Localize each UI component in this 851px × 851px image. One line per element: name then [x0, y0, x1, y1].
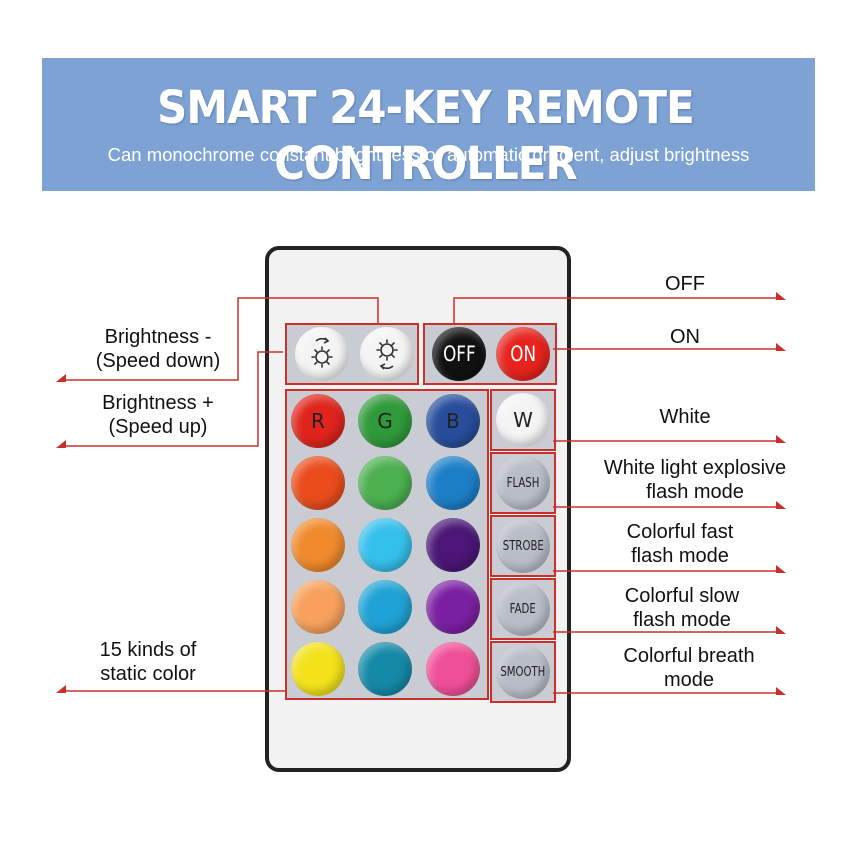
callout-fade: Colorful slow flash mode — [580, 584, 784, 632]
callout-line: White — [659, 406, 711, 428]
callout-on: ON — [580, 325, 790, 349]
strobe-key-label: STROBE — [502, 538, 544, 554]
callout-line: ON — [670, 326, 700, 348]
callout-line: Colorful slow — [624, 585, 740, 607]
smooth-button[interactable]: SMOOTH — [496, 645, 550, 699]
arrowhead — [56, 440, 66, 448]
color-button[interactable] — [426, 642, 480, 696]
callout-off: OFF — [580, 272, 790, 296]
callout-line: flash mode — [631, 545, 729, 567]
color-button[interactable] — [358, 580, 412, 634]
callout-line: (Speed up) — [108, 416, 208, 438]
red-key-label: R — [311, 409, 325, 433]
callout-static-color: 15 kinds of static color — [62, 638, 234, 686]
green-key-label: G — [377, 409, 393, 433]
color-button[interactable] — [291, 642, 345, 696]
callout-brightness-up: Brightness + (Speed up) — [70, 391, 246, 439]
callout-line: Colorful fast — [626, 521, 734, 543]
callout-line: (Speed down) — [95, 350, 221, 372]
arrowhead — [776, 435, 786, 443]
color-button[interactable] — [291, 518, 345, 572]
white-key-label: W — [513, 408, 533, 432]
off-button[interactable]: OFF — [432, 327, 486, 381]
title-banner — [42, 58, 815, 191]
callout-line: static color — [100, 663, 196, 685]
smooth-key-label: SMOOTH — [500, 664, 546, 680]
color-button[interactable] — [358, 518, 412, 572]
brightness-down-button[interactable] — [295, 327, 349, 381]
callout-brightness-down: Brightness - (Speed down) — [70, 325, 246, 373]
callout-line: flash mode — [633, 609, 731, 631]
color-button[interactable] — [291, 456, 345, 510]
sun-arrow-icon — [376, 339, 398, 370]
color-button[interactable] — [426, 580, 480, 634]
blue-color-button[interactable]: B — [426, 394, 480, 448]
leader-line-brightness-up — [66, 351, 283, 447]
callout-white: White — [580, 405, 790, 429]
white-button[interactable]: W — [496, 393, 550, 447]
on-button-label: ON — [510, 342, 536, 366]
callout-strobe: Colorful fast flash mode — [580, 520, 780, 568]
banner-title: SMART 24-KEY REMOTE CONTROLLER — [157, 81, 695, 190]
flash-button[interactable]: FLASH — [496, 456, 550, 510]
color-button[interactable] — [426, 456, 480, 510]
callout-line: OFF — [665, 273, 705, 295]
color-button[interactable] — [358, 456, 412, 510]
arrowhead — [776, 687, 786, 695]
brightness-up-button[interactable] — [360, 327, 414, 381]
arrowhead — [776, 343, 786, 351]
color-button[interactable] — [291, 580, 345, 634]
callout-line: 15 kinds of — [99, 639, 197, 661]
callout-line: Colorful breath — [623, 645, 755, 667]
arrowhead — [776, 626, 786, 634]
off-button-label: OFF — [442, 342, 476, 366]
fade-button[interactable]: FADE — [496, 582, 550, 636]
callout-line: Brightness - — [104, 326, 212, 348]
arrowhead — [776, 292, 786, 300]
remote-body: OFF ON R G B W FLASH STROBE FADE SMOOTH — [265, 246, 571, 772]
leader-line-off — [453, 297, 778, 323]
arrowhead — [776, 565, 786, 573]
callout-line: White light explosive — [603, 457, 787, 479]
callout-line: mode — [663, 669, 715, 691]
color-button[interactable] — [426, 518, 480, 572]
fade-key-label: FADE — [509, 601, 537, 617]
arrowhead — [56, 374, 66, 382]
leader-line-brightness-down — [66, 297, 379, 381]
arrowhead — [776, 501, 786, 509]
green-color-button[interactable]: G — [358, 394, 412, 448]
arrowhead — [56, 685, 66, 693]
callout-line: Brightness + — [102, 392, 214, 414]
callout-flash: White light explosive flash mode — [582, 456, 808, 504]
sun-arrow-icon — [311, 337, 333, 368]
strobe-button[interactable]: STROBE — [496, 519, 550, 573]
red-color-button[interactable]: R — [291, 394, 345, 448]
on-button[interactable]: ON — [496, 327, 550, 381]
banner-subtitle: Can monochrome constant brightness or au… — [107, 144, 750, 165]
blue-key-label: B — [446, 409, 460, 433]
callout-smooth: Colorful breath mode — [580, 644, 798, 692]
flash-key-label: FLASH — [506, 475, 540, 491]
color-button[interactable] — [358, 642, 412, 696]
callout-line: flash mode — [646, 481, 744, 503]
